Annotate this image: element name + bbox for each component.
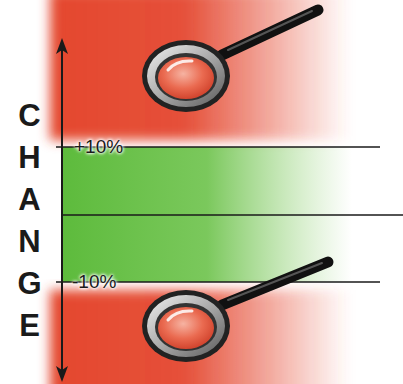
axis-line xyxy=(61,46,63,374)
threshold-label: +10% xyxy=(74,136,123,158)
axis-arrow xyxy=(56,38,68,54)
axis-title: CHANGE xyxy=(14,98,45,350)
zero-line xyxy=(62,214,403,216)
axis-arrow xyxy=(56,366,68,382)
red-zone xyxy=(50,290,350,384)
red-zone xyxy=(50,0,350,140)
magnifier-icon xyxy=(142,10,318,112)
magnifier-icon xyxy=(142,262,328,362)
threshold-label: -10% xyxy=(72,271,116,293)
